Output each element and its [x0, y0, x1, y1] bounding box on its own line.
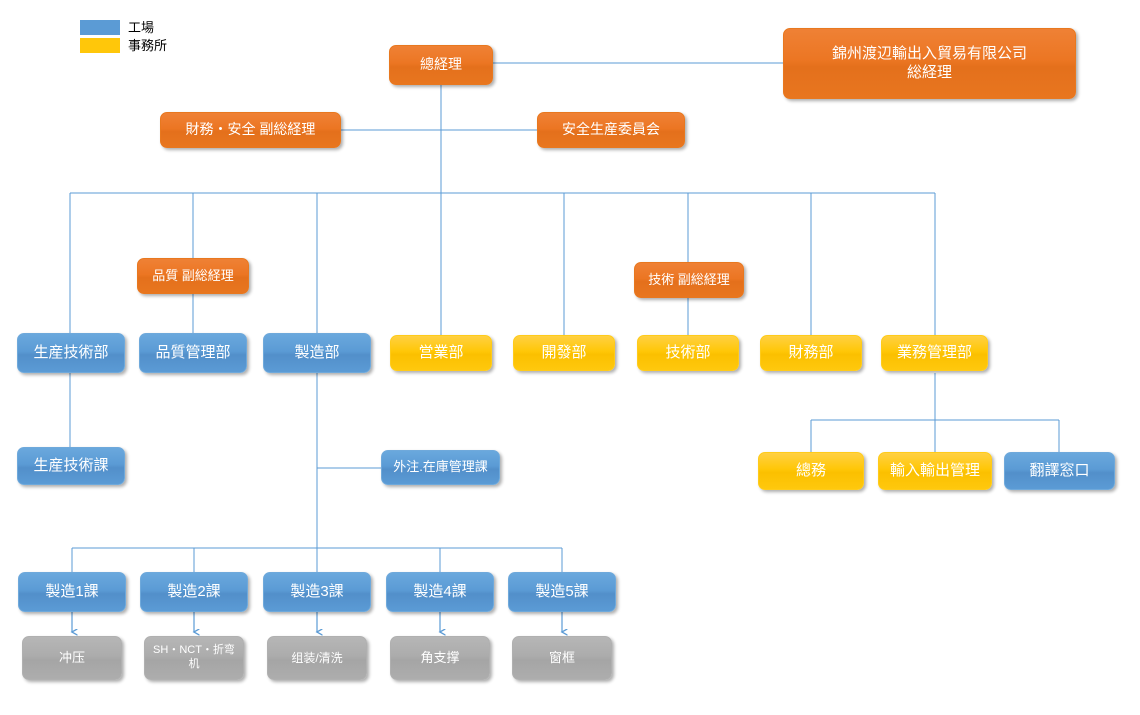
node-parent-company[interactable]: 錦州渡辺輸出入貿易有限公司 総経理 [783, 28, 1076, 99]
node-sec-translation-desk[interactable]: 翻譯窓口 [1004, 452, 1115, 490]
node-general-manager[interactable]: 總経理 [389, 45, 493, 85]
node-technology-vp[interactable]: 技術 副総経理 [634, 262, 744, 298]
node-finance-safety-vp[interactable]: 財務・安全 副総経理 [160, 112, 341, 148]
node-sec-production-tech[interactable]: 生産技術課 [17, 447, 125, 485]
node-quality-vp[interactable]: 品質 副総経理 [137, 258, 249, 294]
legend-item-factory: 工場 [80, 20, 167, 35]
node-sec-outsourcing-inventory[interactable]: 外注.在庫管理課 [381, 450, 500, 485]
node-proc-sh-nct-bending[interactable]: SH・NCT・折弯机 [144, 636, 244, 680]
node-mfg-section-1[interactable]: 製造1課 [18, 572, 126, 612]
node-safety-production-committee[interactable]: 安全生産委員会 [537, 112, 685, 148]
node-mfg-section-3[interactable]: 製造3課 [263, 572, 371, 612]
node-sec-import-export[interactable]: 輸入輸出管理 [878, 452, 992, 490]
legend-swatch-factory [80, 20, 120, 35]
node-proc-assembly-cleaning[interactable]: 组装/清洗 [267, 636, 367, 680]
node-dept-business-admin[interactable]: 業務管理部 [881, 335, 988, 371]
node-proc-stamping[interactable]: 冲压 [22, 636, 122, 680]
node-dept-finance[interactable]: 財務部 [760, 335, 862, 371]
node-proc-window-frame[interactable]: 窗框 [512, 636, 612, 680]
node-mfg-section-5[interactable]: 製造5課 [508, 572, 616, 612]
legend: 工場 事務所 [80, 20, 167, 56]
legend-swatch-office [80, 38, 120, 53]
legend-label-factory: 工場 [128, 20, 155, 35]
node-mfg-section-2[interactable]: 製造2課 [140, 572, 248, 612]
node-dept-production-tech[interactable]: 生産技術部 [17, 333, 125, 373]
node-dept-development[interactable]: 開發部 [513, 335, 615, 371]
node-mfg-section-4[interactable]: 製造4課 [386, 572, 494, 612]
node-sec-general-affairs[interactable]: 總務 [758, 452, 864, 490]
node-proc-corner-support[interactable]: 角支撑 [390, 636, 490, 680]
node-dept-manufacturing[interactable]: 製造部 [263, 333, 371, 373]
node-dept-technology[interactable]: 技術部 [637, 335, 739, 371]
legend-item-office: 事務所 [80, 38, 167, 53]
legend-label-office: 事務所 [128, 38, 168, 53]
node-dept-quality-control[interactable]: 品質管理部 [139, 333, 247, 373]
node-dept-sales[interactable]: 営業部 [390, 335, 492, 371]
